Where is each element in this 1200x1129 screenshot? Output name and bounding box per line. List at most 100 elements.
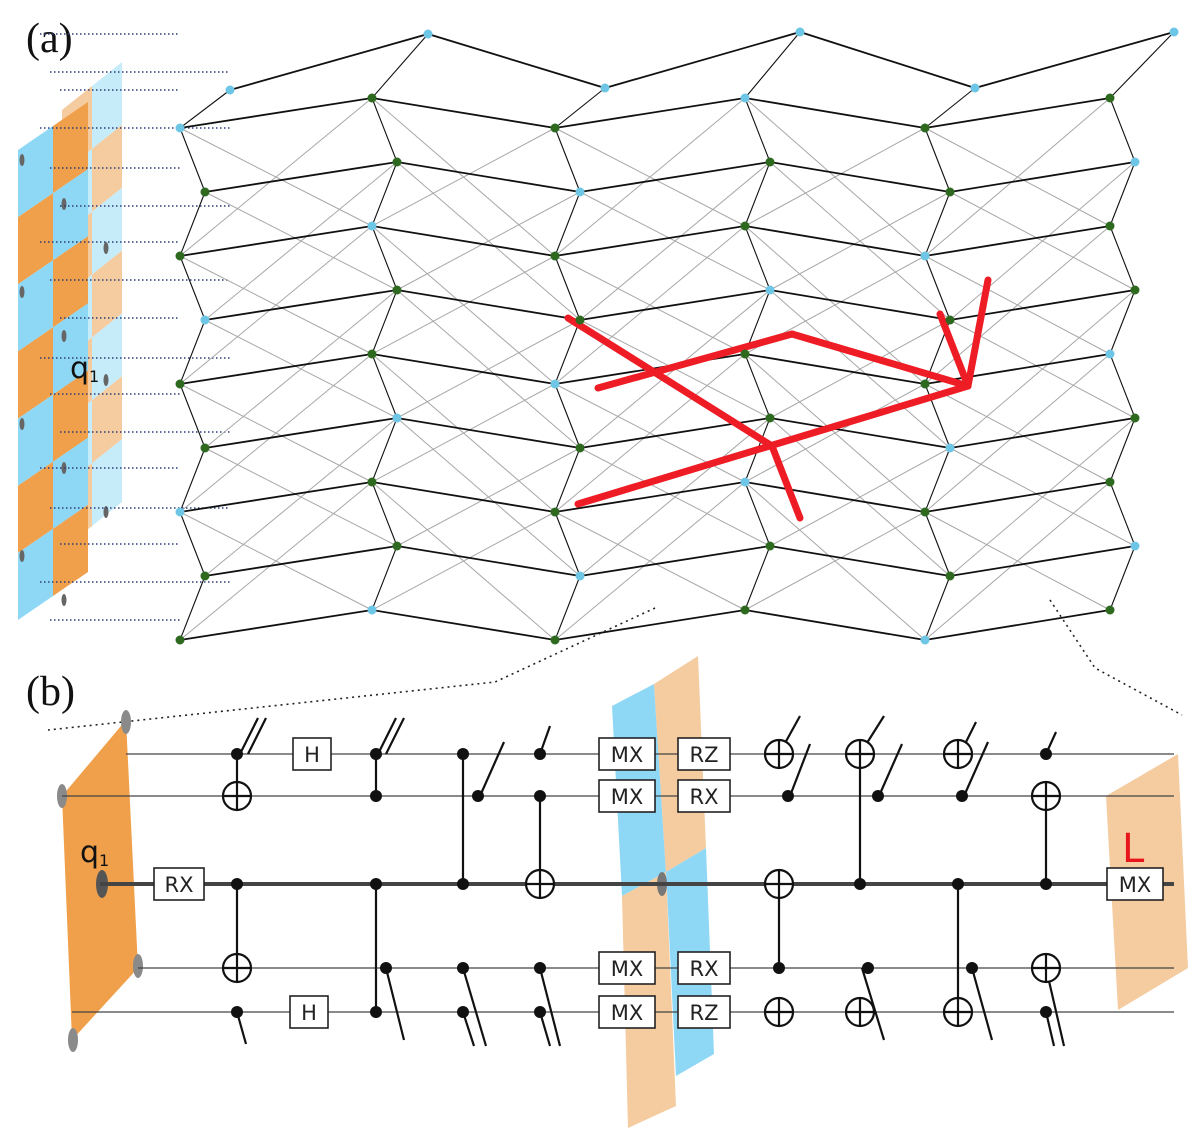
lattice-diagonal <box>554 97 746 257</box>
plane-cell <box>53 504 88 596</box>
svg-text:RX: RX <box>165 873 194 897</box>
lattice-node-green <box>175 635 185 645</box>
logical-path-segment <box>564 314 776 450</box>
svg-text:RX: RX <box>690 957 719 981</box>
lattice-vertical-link <box>924 575 951 641</box>
lattice-diagonal <box>179 97 373 257</box>
lattice-vertical-link <box>554 575 581 641</box>
lattice-vertical-link <box>1109 289 1136 355</box>
lattice-node-green <box>392 541 402 551</box>
lattice-row-chain <box>179 609 1111 641</box>
lattice-diagonal <box>554 481 746 641</box>
lattice-vertical-link <box>554 383 581 449</box>
lattice-node-blue <box>175 123 185 133</box>
lattice-node-green <box>175 379 185 389</box>
plane-cell <box>18 461 53 553</box>
lattice-vertical-link <box>744 31 801 99</box>
lattice-diagonal <box>179 481 373 641</box>
lattice-node-blue <box>225 85 235 95</box>
logical-label: L <box>1122 826 1145 872</box>
lattice-node-green <box>367 93 377 103</box>
lattice-vertical-link <box>179 511 206 577</box>
plane-cell <box>18 394 53 486</box>
lattice-row-chain <box>204 545 1136 577</box>
lattice-vertical-link <box>1109 545 1136 611</box>
lattice-row-chain <box>179 97 1111 129</box>
lattice-vertical-link <box>924 87 976 129</box>
control-dot <box>534 748 546 760</box>
lattice-node-green <box>175 251 185 261</box>
lattice-vertical-link <box>744 353 771 419</box>
lattice-vertical-link <box>924 255 951 321</box>
lattice-vertical-link <box>179 319 206 385</box>
lattice-vertical-link <box>371 97 398 163</box>
control-dot <box>457 962 469 974</box>
wire-slash <box>461 967 488 1047</box>
lattice-diagonal <box>396 447 581 547</box>
lattice-node-green <box>1105 93 1115 103</box>
lattice-node-green <box>920 507 930 517</box>
lattice-row-chain <box>179 225 1111 257</box>
gate-mx-1: MX <box>598 737 656 771</box>
logical-path-segment <box>594 330 796 392</box>
lattice-node-green <box>1130 285 1140 295</box>
lattice-vertical-link <box>1109 31 1175 99</box>
plane-vertex <box>19 418 25 430</box>
lattice-node-green <box>1105 221 1115 231</box>
svg-text:H: H <box>304 743 320 767</box>
lattice-node-blue <box>1169 27 1179 37</box>
lattice-node-green <box>550 123 560 133</box>
lattice-vertical-link <box>371 33 429 99</box>
lattice-diagonal <box>949 161 1136 321</box>
lattice-node-blue <box>392 413 402 423</box>
logical-path-segment <box>768 442 804 522</box>
control-dot <box>370 790 382 802</box>
lattice-vertical-link <box>924 511 951 577</box>
plane-cell <box>92 250 122 338</box>
lattice-vertical-link <box>554 87 606 129</box>
lattice-diagonal <box>769 191 951 291</box>
plane-cell <box>18 193 53 285</box>
plane-cell <box>92 62 122 149</box>
control-dot <box>773 962 785 974</box>
control-dot <box>854 878 866 890</box>
lattice-node-green <box>945 315 955 325</box>
control-dot <box>370 748 382 760</box>
lattice-diagonal <box>924 353 1111 513</box>
plane-vertex <box>19 286 25 298</box>
gate-h-top: H <box>292 737 332 771</box>
lattice-diagonal <box>744 511 926 611</box>
lattice-diagonal <box>396 191 581 291</box>
lattice-vertical-link <box>371 353 398 419</box>
control-dot <box>370 878 382 890</box>
lattice-row-chain <box>179 481 1111 513</box>
logical-path-segment <box>574 382 972 508</box>
svg-text:MX: MX <box>611 743 644 767</box>
control-dot <box>782 790 794 802</box>
lattice-node-green <box>945 187 955 197</box>
lattice-vertical-link <box>371 417 398 483</box>
lattice-vertical-link <box>179 447 206 513</box>
wire-slash <box>384 967 406 1041</box>
wire-slash <box>877 743 904 797</box>
lattice-diagonal <box>579 161 771 321</box>
control-dot <box>872 790 884 802</box>
lattice-vertical-link <box>179 191 206 257</box>
lattice-diagonal <box>371 255 556 355</box>
zoom-line-left <box>47 607 656 731</box>
lattice-vertical-link <box>371 161 398 227</box>
lattice-vertical-link <box>1109 481 1136 547</box>
svg-text:MX: MX <box>611 957 644 981</box>
lattice-node-blue <box>575 571 585 581</box>
lattice-diagonal <box>179 225 373 385</box>
svg-text:RZ: RZ <box>690 1001 719 1025</box>
plane-cell <box>18 528 53 620</box>
lattice-node-green <box>550 635 560 645</box>
lattice-node-green <box>765 541 775 551</box>
control-dot <box>457 878 469 890</box>
plane-cell <box>53 437 88 529</box>
plane-cell <box>18 327 53 419</box>
control-dot <box>457 748 469 760</box>
lattice-diagonal <box>769 447 951 547</box>
wire-slash <box>788 743 812 797</box>
